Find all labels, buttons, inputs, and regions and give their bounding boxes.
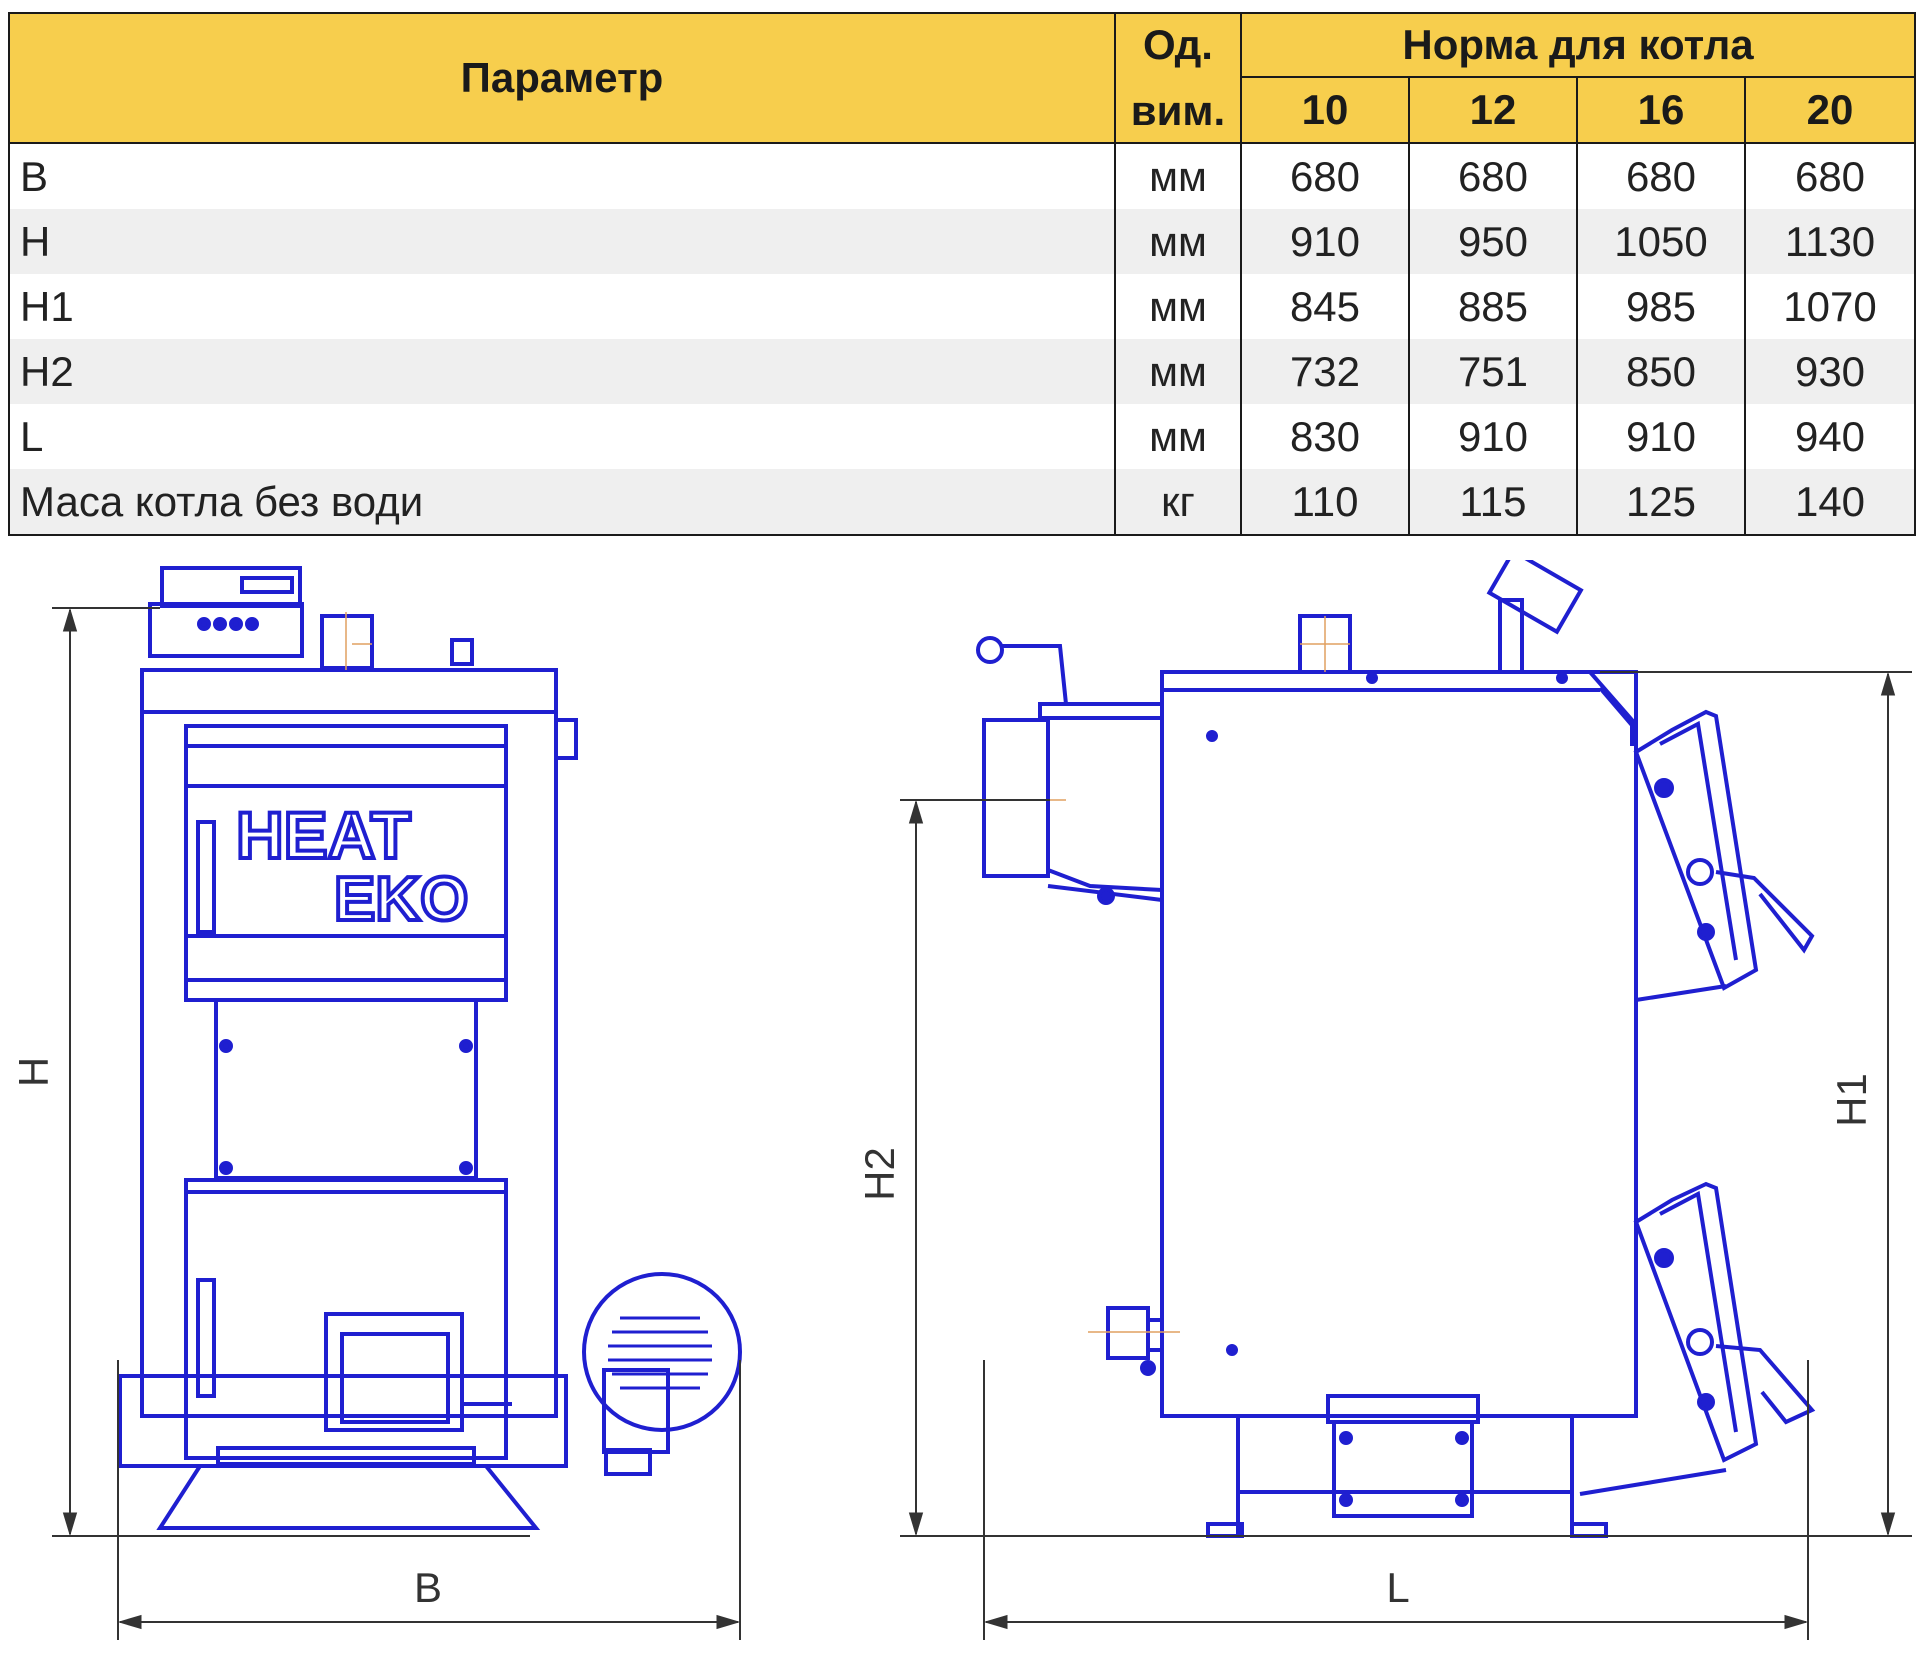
row-param: H xyxy=(8,209,1116,274)
header-model: 10 xyxy=(1240,76,1410,144)
header-unit-line2: вим. xyxy=(1130,87,1226,134)
table-row: H1 мм 845 885 985 1070 xyxy=(8,274,1917,339)
row-value: 940 xyxy=(1743,404,1917,469)
row-value: 680 xyxy=(1240,143,1410,209)
row-param: H2 xyxy=(8,339,1116,404)
row-unit: мм xyxy=(1114,209,1242,274)
dim-label-l: L xyxy=(1386,1564,1409,1611)
row-value: 885 xyxy=(1408,274,1578,339)
row-value: 732 xyxy=(1240,339,1410,404)
row-unit: кг xyxy=(1114,469,1242,536)
row-value: 110 xyxy=(1240,469,1410,536)
row-value: 950 xyxy=(1408,209,1578,274)
row-value: 845 xyxy=(1240,274,1410,339)
header-model: 20 xyxy=(1743,76,1917,144)
front-dimensions xyxy=(52,607,741,1640)
logo-line1: HEAT xyxy=(236,798,411,872)
center-marks xyxy=(345,612,1350,1333)
row-value: 985 xyxy=(1576,274,1746,339)
boiler-drawing: HEAT EKO H B xyxy=(10,560,1912,1640)
table-row: Маса котла без води кг 110 115 125 140 xyxy=(8,469,1917,536)
row-value: 680 xyxy=(1408,143,1578,209)
dim-label-h: H xyxy=(10,1057,57,1087)
row-value: 751 xyxy=(1408,339,1578,404)
side-dimensions xyxy=(900,671,1912,1640)
row-unit: мм xyxy=(1114,404,1242,469)
heat-eko-logo: HEAT EKO xyxy=(234,796,470,936)
row-unit: мм xyxy=(1114,143,1242,209)
row-value: 1130 xyxy=(1743,209,1917,274)
table-row: B мм 680 680 680 680 xyxy=(8,143,1917,209)
row-value: 680 xyxy=(1743,143,1917,209)
header-param: Параметр xyxy=(8,12,1116,144)
row-value: 1050 xyxy=(1576,209,1746,274)
front-view xyxy=(118,566,742,1530)
logo-line2: EKO xyxy=(334,865,468,934)
row-value: 910 xyxy=(1408,404,1578,469)
spec-table: Параметр Од. вим. Норма для котла 10 12 … xyxy=(8,12,1917,536)
dim-label-h1: H1 xyxy=(1828,1073,1875,1127)
row-value: 910 xyxy=(1240,209,1410,274)
header-model: 12 xyxy=(1408,76,1578,144)
row-value: 830 xyxy=(1240,404,1410,469)
table-row: H мм 910 950 1050 1130 xyxy=(8,209,1917,274)
row-unit: мм xyxy=(1114,274,1242,339)
side-view xyxy=(976,560,1816,1538)
row-value: 680 xyxy=(1576,143,1746,209)
header-unit: Од. вим. xyxy=(1114,12,1242,144)
row-param: L xyxy=(8,404,1116,469)
dim-label-h2: H2 xyxy=(856,1147,903,1201)
row-value: 930 xyxy=(1743,339,1917,404)
row-param: Маса котла без води xyxy=(8,469,1116,536)
row-value: 125 xyxy=(1576,469,1746,536)
header-model: 16 xyxy=(1576,76,1746,144)
row-param: B xyxy=(8,143,1116,209)
row-value: 115 xyxy=(1408,469,1578,536)
row-value: 1070 xyxy=(1743,274,1917,339)
row-value: 850 xyxy=(1576,339,1746,404)
row-value: 140 xyxy=(1743,469,1917,536)
row-value: 910 xyxy=(1576,404,1746,469)
dim-label-b: B xyxy=(414,1564,442,1611)
row-unit: мм xyxy=(1114,339,1242,404)
table-row: L мм 830 910 910 940 xyxy=(8,404,1917,469)
table-row: H2 мм 732 751 850 930 xyxy=(8,339,1917,404)
header-unit-line1: Од. xyxy=(1143,21,1213,68)
header-norm: Норма для котла xyxy=(1239,12,1917,78)
row-param: H1 xyxy=(8,274,1116,339)
